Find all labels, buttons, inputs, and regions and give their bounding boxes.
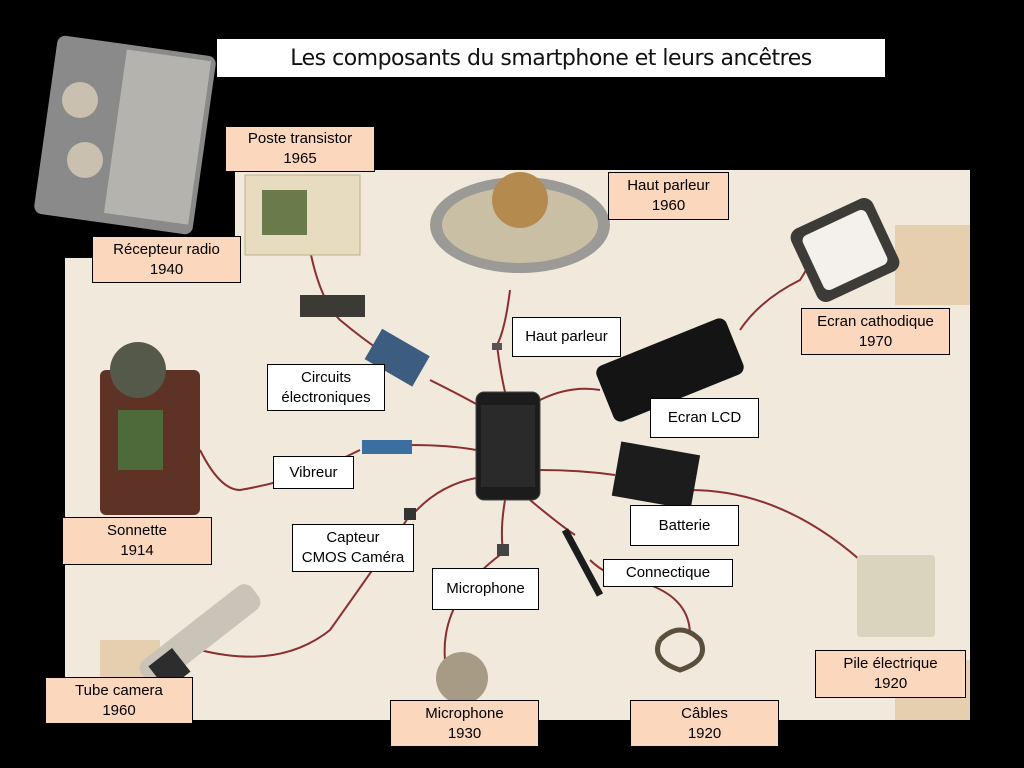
circuit-object (300, 295, 365, 317)
old-microphone-object (436, 652, 488, 704)
label-tube-camera: Tube camera 1960 (45, 677, 193, 724)
ancestor-year: 1914 (120, 542, 154, 559)
label-haut-parleur-1960: Haut parleur 1960 (608, 172, 729, 220)
ancestor-year: 1930 (447, 724, 482, 742)
component-name: Connectique (625, 564, 711, 581)
bell-object (100, 342, 200, 515)
label-pile-electrique: Pile électrique 1920 (815, 650, 966, 698)
label-haut-parleur: Haut parleur (512, 317, 621, 357)
component-name-line2: électroniques (281, 388, 371, 406)
label-circuits: Circuits électroniques (267, 364, 385, 411)
ancestor-name: Sonnette (106, 522, 168, 539)
label-ecran-lcd: Ecran LCD (650, 398, 759, 438)
ancestor-year: 1920 (687, 724, 722, 742)
cables-object (655, 627, 705, 673)
label-connectique: Connectique (603, 559, 733, 587)
radio-receiver-object (34, 35, 216, 235)
ancestor-name: Ecran cathodique (817, 312, 934, 330)
ancestor-name: Microphone (425, 704, 504, 722)
label-recepteur-radio: Récepteur radio 1940 (92, 236, 241, 283)
speaker-object (430, 172, 610, 273)
component-name: Circuits (300, 368, 351, 386)
ancestor-name: Poste transistor (247, 130, 353, 147)
ancestor-year: 1920 (873, 675, 908, 692)
component-name-line2: CMOS Caméra (301, 549, 405, 566)
label-sonnette: Sonnette 1914 (62, 517, 212, 565)
label-microphone-1930: Microphone 1930 (390, 700, 539, 747)
ancestor-year: 1940 (149, 260, 184, 278)
component-name: Haut parleur (525, 328, 608, 345)
ancestor-year: 1965 (283, 150, 317, 167)
ancestor-name: Récepteur radio (113, 240, 220, 258)
crt-object (790, 198, 900, 302)
ancestor-year: 1960 (102, 701, 136, 719)
label-microphone: Microphone (432, 568, 539, 610)
vibrator-object (362, 440, 412, 454)
ancestor-year: 1970 (858, 332, 893, 350)
stand-base (895, 225, 970, 305)
label-poste-transistor: Poste transistor 1965 (225, 126, 375, 172)
lcd-object (596, 318, 744, 422)
component-name: Capteur (326, 529, 380, 546)
ancestor-name: Câbles (681, 704, 728, 722)
ancestor-year: 1960 (651, 197, 686, 214)
ancestor-name: Tube camera (75, 681, 163, 699)
component-name: Ecran LCD (667, 409, 742, 426)
pcb-object (364, 328, 430, 387)
label-ecran-cathodique: Ecran cathodique 1970 (801, 308, 950, 355)
label-vibreur: Vibreur (273, 456, 354, 489)
component-name: Vibreur (289, 463, 338, 481)
label-batterie: Batterie (630, 505, 739, 546)
component-name: Microphone (446, 580, 525, 597)
label-cables: Câbles 1920 (630, 700, 779, 747)
battery-pile-object (857, 555, 935, 637)
component-name: Batterie (658, 516, 711, 534)
ancestor-name: Pile électrique (843, 655, 938, 672)
battery-object (611, 441, 701, 510)
ancestor-name: Haut parleur (627, 177, 710, 194)
slide-title: Les composants du smartphone et leurs an… (217, 39, 885, 77)
connector-object (561, 528, 604, 597)
